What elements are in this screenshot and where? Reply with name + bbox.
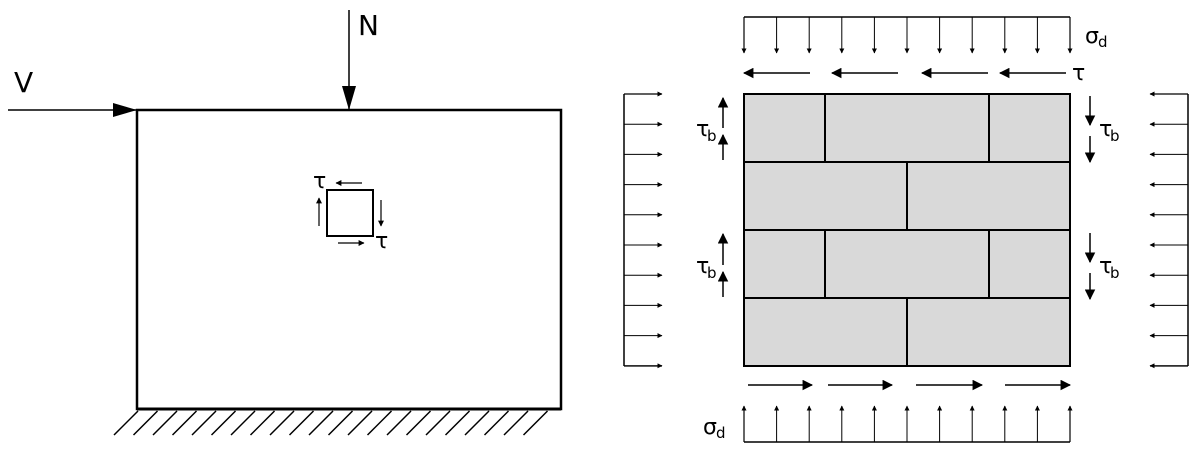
head-joints [824, 94, 990, 366]
right-bed-shear-lower: τ b [1084, 233, 1120, 301]
bottom-normal-stress: σ d [703, 405, 1073, 443]
left-side-stress [623, 91, 663, 369]
hatch-line [171, 410, 198, 436]
hatch-line [288, 410, 315, 436]
bottom-stress-arrows [741, 405, 1073, 442]
vertical-force-label: N [358, 9, 379, 42]
hatch-line [132, 410, 159, 436]
hatch-line [210, 410, 237, 436]
vertical-force-arrowhead [342, 86, 356, 110]
bed-shear-subscript: b [707, 127, 717, 145]
horizontal-force-arrowhead [113, 103, 137, 117]
hatch-line [327, 410, 354, 436]
vertical-force-n: N [342, 9, 379, 110]
hatch-line [483, 410, 510, 436]
top-shear-label: τ [1072, 61, 1085, 86]
element-shear-bottom-label: τ [375, 229, 388, 254]
bed-shear-symbol: τ [1099, 117, 1112, 142]
right-bed-shear-upper: τ b [1084, 96, 1120, 164]
hatch-line [249, 410, 276, 436]
top-normal-stress: σ d [741, 16, 1108, 54]
bed-shear-symbol: τ [696, 117, 709, 142]
horizontal-force-v: V [8, 66, 137, 117]
stress-element: τ τ [313, 169, 388, 254]
bed-shear-symbol: τ [1099, 254, 1112, 279]
hatch-line [503, 410, 529, 436]
left-bed-shear-lower: τ b [696, 232, 729, 297]
right-side-stress [1149, 91, 1189, 369]
left-stress-arrows [624, 91, 663, 369]
hatch-line [386, 410, 412, 436]
wall-outline [135, 108, 563, 411]
hatch-line [347, 410, 373, 436]
hatch-line [425, 410, 451, 436]
hatch-line [269, 410, 295, 436]
hatch-line [405, 410, 432, 436]
hatch-line [191, 410, 217, 436]
stress-element-square [326, 189, 374, 237]
left-bed-shear-upper: τ b [696, 96, 729, 160]
element-shear-top-label: τ [313, 169, 326, 194]
hatch-line [113, 410, 139, 436]
fixed-support-hatching [113, 410, 549, 436]
hatch-line [152, 410, 178, 436]
hatch-line [464, 410, 490, 436]
right-stress-arrows [1149, 91, 1188, 369]
top-stress-arrows [741, 17, 1073, 54]
bottom-stress-subscript: d [716, 424, 726, 442]
bed-shear-subscript: b [1110, 127, 1120, 145]
bed-shear-symbol: τ [696, 254, 709, 279]
hatch-line [366, 410, 393, 436]
bed-shear-subscript: b [1110, 264, 1120, 282]
bed-shear-subscript: b [707, 264, 717, 282]
top-stress-subscript: d [1098, 33, 1108, 51]
hatch-line [522, 410, 549, 436]
horizontal-force-label: V [14, 66, 33, 99]
wall-panel [113, 108, 563, 436]
hatch-line [444, 410, 471, 436]
hatch-line [230, 410, 256, 436]
top-stress-symbol: σ [1085, 24, 1099, 49]
hatch-line [308, 410, 334, 436]
bottom-stress-symbol: σ [703, 415, 717, 440]
masonry-detail [743, 93, 1071, 367]
